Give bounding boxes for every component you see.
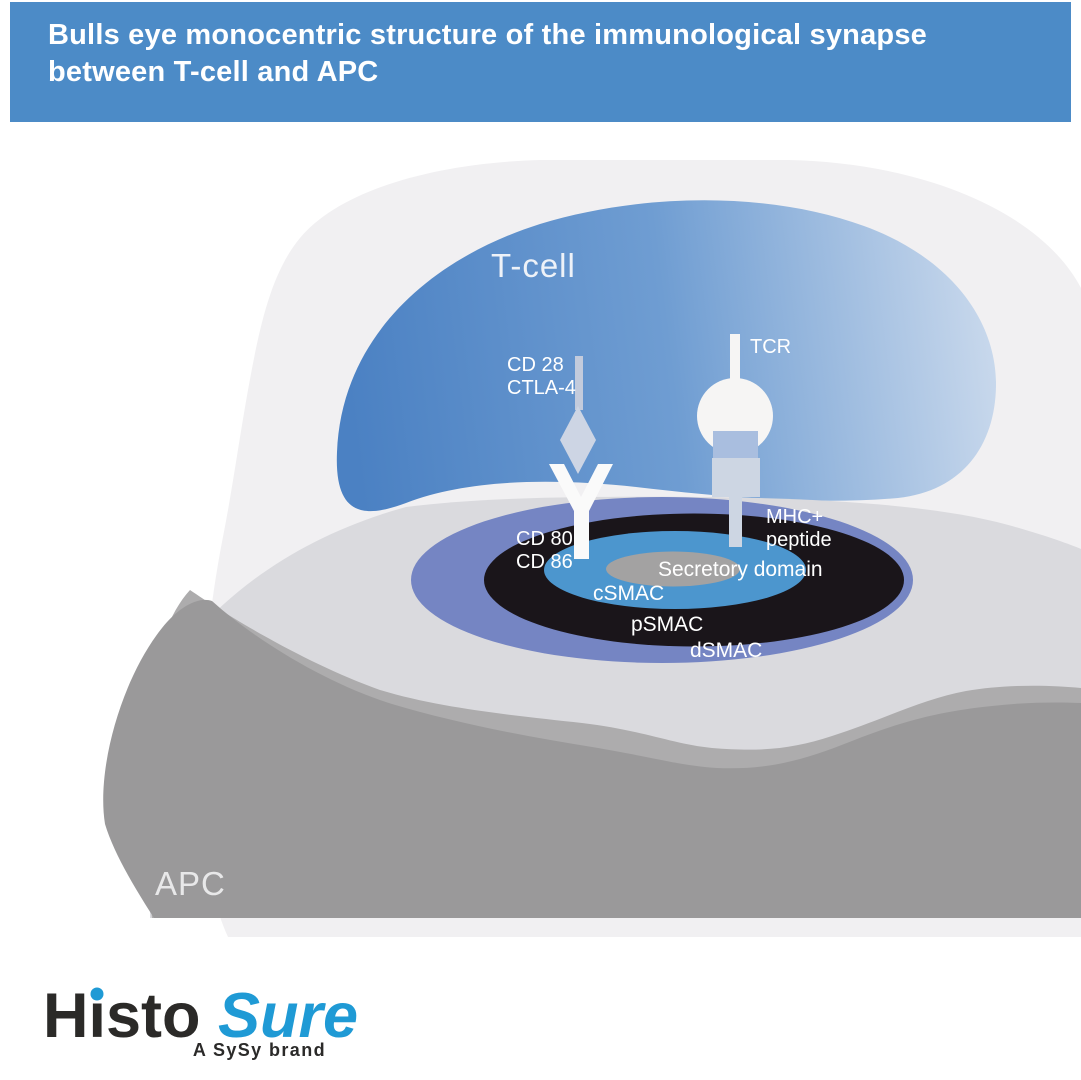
cd80-y-receptor <box>549 464 613 559</box>
cd28-stem <box>575 356 583 410</box>
tcell-shape <box>336 200 997 512</box>
title-line2: between T-cell and APC <box>48 56 379 88</box>
tcr-stem <box>730 334 740 386</box>
tcr-label: TCR <box>750 336 791 358</box>
mhc-block <box>712 458 760 497</box>
cd28-label-line1: CD 28 <box>507 354 564 376</box>
title-line1: Bulls eye monocentric structure of the i… <box>48 19 927 51</box>
csmac-label: cSMAC <box>593 582 664 605</box>
cd28-diamond <box>560 406 596 474</box>
mhc-label-line2: peptide <box>766 529 832 551</box>
title-banner: Bulls eye monocentric structure of the i… <box>10 2 1071 122</box>
cd80-label-line1: CD 80 <box>516 528 573 550</box>
psmac-label: pSMAC <box>631 613 703 636</box>
logo-sure: Sure <box>218 981 358 1051</box>
logo-i-dot <box>90 987 104 1001</box>
mhc-label-line1: MHC+ <box>766 506 823 528</box>
cd80-label-line2: CD 86 <box>516 551 573 573</box>
secretory-domain-ellipse <box>606 551 740 587</box>
logo-histosure: Histo Sure <box>43 981 358 1051</box>
apc-shape <box>103 599 1081 918</box>
apc-label: APC <box>155 865 226 902</box>
dsmac-label: dSMAC <box>690 639 762 662</box>
tcr-binding-block <box>713 431 758 458</box>
logo-tagline: A SySy brand <box>193 1040 326 1060</box>
secretory-domain-label: Secretory domain <box>658 558 823 581</box>
tcell-label: T-cell <box>491 247 576 284</box>
logo-histo: Histo <box>43 981 201 1051</box>
mhc-stem <box>729 490 742 547</box>
cd28-label-line2: CTLA-4 <box>507 377 576 399</box>
